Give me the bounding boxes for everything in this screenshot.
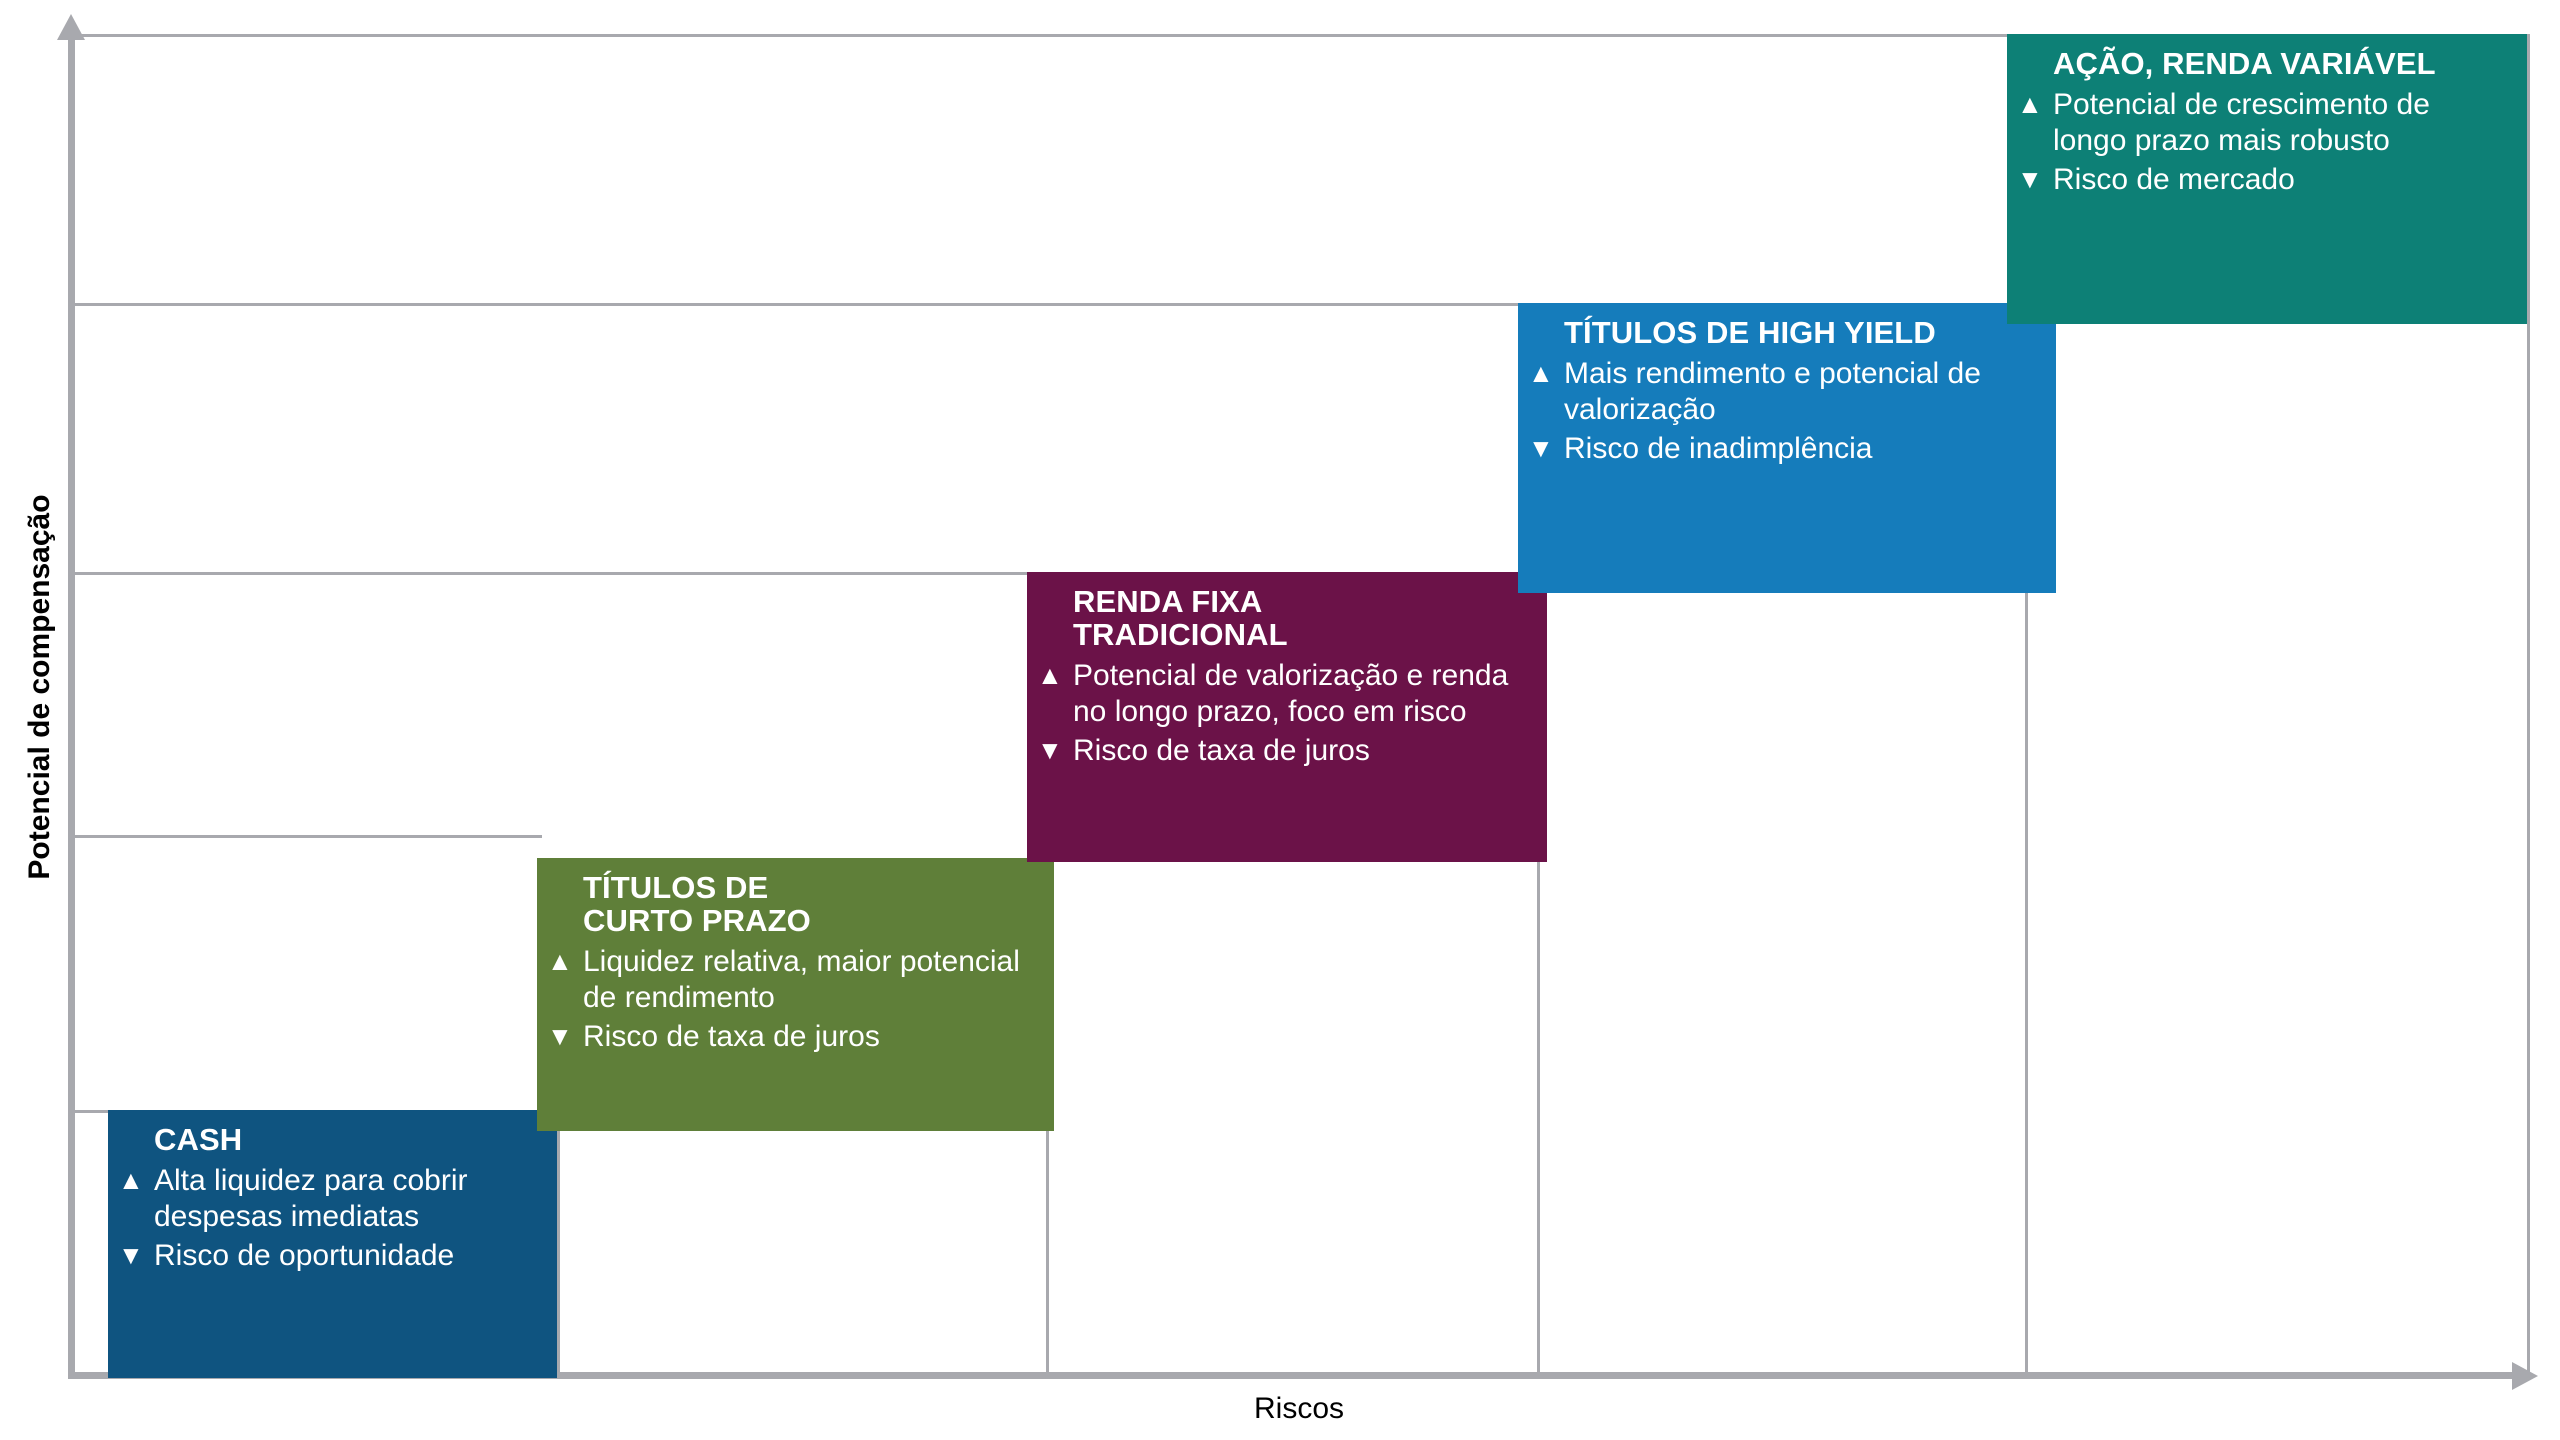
- y-axis-line: [68, 34, 75, 1378]
- y-axis-title: Potencial de compensação: [23, 494, 56, 880]
- asset-box-fixed-income[interactable]: RENDA FIXA TRADICIONAL ▲ Potencial de va…: [1027, 572, 1547, 862]
- asset-box-cash-pro-text: Alta liquidez para cobrir despesas imedi…: [154, 1163, 468, 1234]
- asset-box-cash-pro: ▲ Alta liquidez para cobrir despesas ime…: [118, 1163, 539, 1236]
- asset-box-equity-con-text: Risco de mercado: [2053, 163, 2295, 197]
- gridline-vertical-4: [2025, 324, 2028, 1378]
- asset-box-high-yield-con-text: Risco de inadimplência: [1564, 432, 1873, 466]
- asset-box-high-yield-con: ▼ Risco de inadimplência: [1528, 431, 2038, 468]
- asset-box-equity[interactable]: AÇÃO, RENDA VARIÁVEL ▲ Potencial de cres…: [2007, 34, 2527, 324]
- asset-box-fixed-income-pro-text: Potencial de valorização e renda no long…: [1073, 658, 1509, 729]
- gridline-horizontal-3: [68, 572, 1031, 575]
- asset-box-cash[interactable]: CASH ▲ Alta liquidez para cobrir despesa…: [108, 1110, 557, 1378]
- gridline-horizontal-2: [68, 835, 542, 838]
- gridline-vertical-right: [2527, 34, 2530, 1378]
- gridline-horizontal-4: [68, 303, 1523, 306]
- asset-box-short-term-title-line1: TÍTULOS DE: [583, 870, 769, 905]
- asset-box-short-term-con-text: Risco de taxa de juros: [583, 1019, 880, 1053]
- up-triangle-icon: ▲: [118, 1164, 144, 1195]
- asset-box-equity-con: ▼ Risco de mercado: [2017, 162, 2509, 199]
- asset-box-fixed-income-title-line2: TRADICIONAL: [1073, 616, 1288, 652]
- gridline-vertical-3: [1537, 593, 1540, 1378]
- asset-box-high-yield-title: TÍTULOS DE HIGH YIELD: [1564, 315, 1936, 350]
- asset-box-cash-con-text: Risco de oportunidade: [154, 1239, 455, 1273]
- down-triangle-icon: ▼: [2017, 164, 2043, 195]
- gridline-horizontal-top: [68, 34, 2530, 37]
- asset-box-short-term-con: ▼ Risco de taxa de juros: [547, 1019, 1036, 1056]
- asset-box-short-term-title-line2: CURTO PRAZO: [583, 902, 811, 938]
- asset-box-equity-title: AÇÃO, RENDA VARIÁVEL: [2053, 46, 2436, 81]
- asset-box-cash-con: ▼ Risco de oportunidade: [118, 1238, 539, 1275]
- down-triangle-icon: ▼: [1037, 734, 1063, 765]
- up-triangle-icon: ▲: [2017, 88, 2043, 119]
- asset-box-high-yield[interactable]: TÍTULOS DE HIGH YIELD ▲ Mais rendimento …: [1518, 303, 2056, 593]
- up-triangle-icon: ▲: [547, 945, 573, 976]
- down-triangle-icon: ▼: [1528, 433, 1554, 464]
- down-triangle-icon: ▼: [118, 1240, 144, 1271]
- asset-box-fixed-income-title-line1: RENDA FIXA: [1073, 584, 1263, 619]
- x-axis-arrow-icon: [2512, 1362, 2538, 1390]
- asset-box-fixed-income-title: RENDA FIXA TRADICIONAL: [1073, 584, 1529, 652]
- asset-box-cash-title: CASH: [154, 1122, 243, 1157]
- x-axis-title: Riscos: [1253, 1392, 1344, 1425]
- asset-box-short-term-pro-text: Liquidez relativa, maior potencial de re…: [583, 944, 1020, 1015]
- gridline-vertical-1: [557, 1131, 560, 1378]
- down-triangle-icon: ▼: [547, 1020, 573, 1051]
- asset-box-short-term-pro: ▲ Liquidez relativa, maior potencial de …: [547, 944, 1036, 1017]
- asset-box-fixed-income-pro: ▲ Potencial de valorização e renda no lo…: [1037, 658, 1529, 731]
- asset-box-fixed-income-con-text: Risco de taxa de juros: [1073, 733, 1370, 767]
- asset-box-short-term-title: TÍTULOS DE CURTO PRAZO: [583, 870, 1036, 938]
- asset-box-short-term[interactable]: TÍTULOS DE CURTO PRAZO ▲ Liquidez relati…: [537, 858, 1054, 1131]
- x-axis-line: [68, 1372, 2530, 1379]
- asset-box-equity-pro: ▲ Potencial de crescimento de longo praz…: [2017, 87, 2509, 160]
- asset-box-equity-pro-text: Potencial de crescimento de longo prazo …: [2053, 87, 2430, 158]
- up-triangle-icon: ▲: [1037, 659, 1063, 690]
- asset-box-high-yield-pro-text: Mais rendimento e potencial de valorizaç…: [1564, 356, 1981, 427]
- asset-box-fixed-income-con: ▼ Risco de taxa de juros: [1037, 733, 1529, 770]
- asset-box-high-yield-pro: ▲ Mais rendimento e potencial de valoriz…: [1528, 356, 2038, 429]
- up-triangle-icon: ▲: [1528, 357, 1554, 388]
- gridline-horizontal-1: [68, 1110, 113, 1113]
